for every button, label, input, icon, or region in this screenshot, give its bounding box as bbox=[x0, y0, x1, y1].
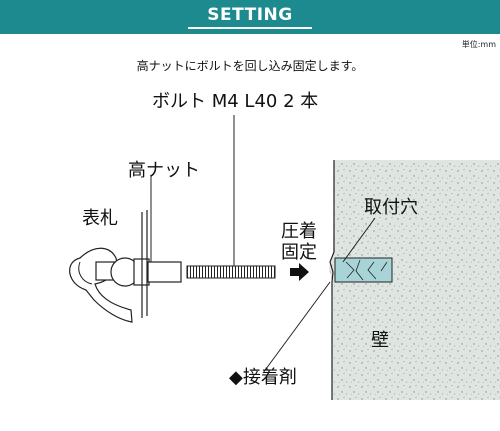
nameplate-label: 表札 bbox=[82, 208, 118, 229]
unit-label: 単位:mm bbox=[461, 40, 496, 49]
bolt-label: ボルト M4 L40 2 本 bbox=[152, 91, 319, 112]
title-underline bbox=[188, 27, 312, 29]
press-arrow-icon bbox=[290, 263, 309, 281]
nut-body bbox=[147, 261, 182, 283]
instruction-text: 高ナットにボルトを回し込み固定します。 bbox=[136, 59, 364, 73]
section-title: SETTING bbox=[207, 5, 293, 25]
nameplate-inner-curve bbox=[78, 261, 93, 285]
section-header: SETTING bbox=[0, 0, 500, 34]
nameplate bbox=[69, 247, 133, 323]
press-fix-label-1: 圧着 bbox=[281, 221, 317, 242]
adhesive-leader bbox=[262, 281, 331, 374]
wall-label: 壁 bbox=[371, 330, 389, 351]
bolt bbox=[186, 265, 276, 279]
wall bbox=[329, 160, 500, 400]
wall-edge bbox=[329, 160, 335, 400]
adhesive-label: ◆接着剤 bbox=[229, 367, 297, 388]
high-nut-label: 高ナット bbox=[128, 160, 200, 181]
hole-crack bbox=[345, 259, 388, 281]
mounting-hole-leader bbox=[342, 217, 376, 263]
press-fix-label-2: 固定 bbox=[281, 242, 317, 263]
mounting-hole-label: 取付穴 bbox=[364, 197, 418, 218]
